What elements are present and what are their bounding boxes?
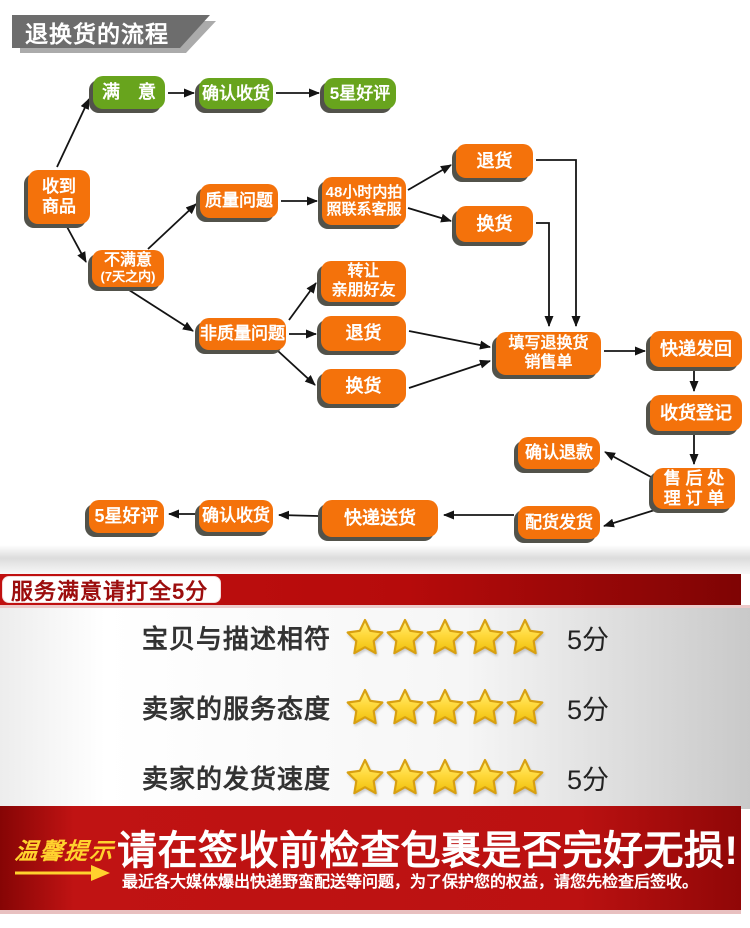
flow-node-return-top: 退货 (456, 144, 533, 178)
flow-node-express-delivery: 快递送货 (322, 500, 438, 537)
star-icon (506, 758, 544, 795)
flow-node-quality-issue: 质量问题 (200, 184, 278, 218)
star-icon (426, 688, 464, 725)
flow-node-non-quality-issue: 非质量问题 (199, 318, 286, 350)
star-icon (506, 618, 544, 655)
star-rating (345, 757, 545, 797)
flow-node-confirm-receipt-bottom: 确认收货 (199, 500, 273, 532)
flow-node-received-goods: 收到 商品 (28, 170, 90, 224)
star-icon (466, 618, 504, 655)
flow-node-aftersales-order: 售 后 处 理 订 单 (653, 468, 735, 509)
star-icon (346, 618, 384, 655)
flow-node-unsatisfied-label: 不满意 (103, 251, 152, 269)
flow-node-exchange-top: 换货 (456, 206, 533, 242)
rating-row-service-attitude: 卖家的服务态度 5分 (0, 685, 750, 729)
star-icon (386, 758, 424, 795)
rating-row-label: 卖家的服务态度 (142, 693, 332, 724)
gold-arrow-icon (15, 865, 110, 881)
page-title: 退换货的流程 (25, 20, 169, 47)
flow-node-exchange-mid: 换货 (321, 369, 406, 404)
flow-node-allocate-ship: 配货发货 (518, 506, 600, 539)
rating-row-description-match: 宝贝与描述相符 5分 (0, 615, 750, 659)
flow-arrows (56, 88, 699, 528)
rating-section: 宝贝与描述相符 5分 卖家的服务态度 5分 卖家的发货速度 5分 (0, 605, 750, 809)
flow-node-receipt-register: 收货登记 (650, 395, 742, 431)
notice-banner: 温馨提示 请在签收前检查包裹是否完好无损! 最近各大媒体爆出快递野蛮配送等问题，… (0, 806, 741, 910)
flow-node-unsatisfied-sublabel: (7天之内) (100, 269, 156, 285)
notice-subtext: 最近各大媒体爆出快递野蛮配送等问题，为了保护您的权益，请您先检查后签收。 (122, 874, 699, 891)
notice-tag: 温馨提示 (13, 838, 117, 865)
flow-node-five-star-top: 5星好评 (324, 78, 396, 109)
star-icon (386, 688, 424, 725)
rating-header-bar: 服务满意请打全5分 (0, 574, 741, 605)
flow-node-five-star-bottom: 5星好评 (89, 500, 164, 533)
return-exchange-flowchart: 收到 商品 满 意 确认收货 5星好评 质量问题 48小时内拍 照联系客服 退货… (28, 76, 742, 539)
star-rating (345, 687, 545, 727)
rating-header-text: 服务满意请打全5分 (11, 578, 209, 604)
rating-score: 5分 (567, 764, 610, 795)
rating-score: 5分 (567, 694, 610, 725)
star-icon (386, 618, 424, 655)
star-icon (426, 618, 464, 655)
flow-node-express-back: 快递发回 (650, 331, 742, 367)
flow-node-unsatisfied: 不满意 (7天之内) (92, 250, 164, 287)
star-icon (426, 758, 464, 795)
flow-node-confirm-refund: 确认退款 (518, 437, 600, 469)
flow-node-transfer-friends: 转让 亲朋好友 (321, 261, 406, 302)
star-icon (466, 758, 504, 795)
star-icon (466, 688, 504, 725)
flow-node-satisfied: 满 意 (93, 76, 165, 109)
section-divider-fade (0, 545, 750, 574)
star-rating (345, 617, 545, 657)
rating-row-label: 宝贝与描述相符 (142, 623, 332, 654)
rating-row-shipping-speed: 卖家的发货速度 5分 (0, 755, 750, 799)
flow-node-confirm-receipt-top: 确认收货 (199, 78, 273, 109)
star-icon (346, 688, 384, 725)
rating-header-pill: 服务满意请打全5分 (2, 576, 222, 604)
rating-row-label: 卖家的发货速度 (142, 763, 332, 794)
flow-node-return-mid: 退货 (321, 316, 406, 351)
flow-node-contact-service-48h: 48小时内拍 照联系客服 (322, 177, 406, 225)
flow-node-fill-sales-form: 填写退换货 销售单 (496, 332, 601, 375)
rating-score: 5分 (567, 624, 610, 655)
notice-headline: 请在签收前检查包裹是否完好无损! (117, 829, 739, 873)
star-icon (346, 758, 384, 795)
star-icon (506, 688, 544, 725)
notice-bottom-strip (0, 910, 741, 914)
title-banner: 退换货的流程 (12, 15, 210, 48)
